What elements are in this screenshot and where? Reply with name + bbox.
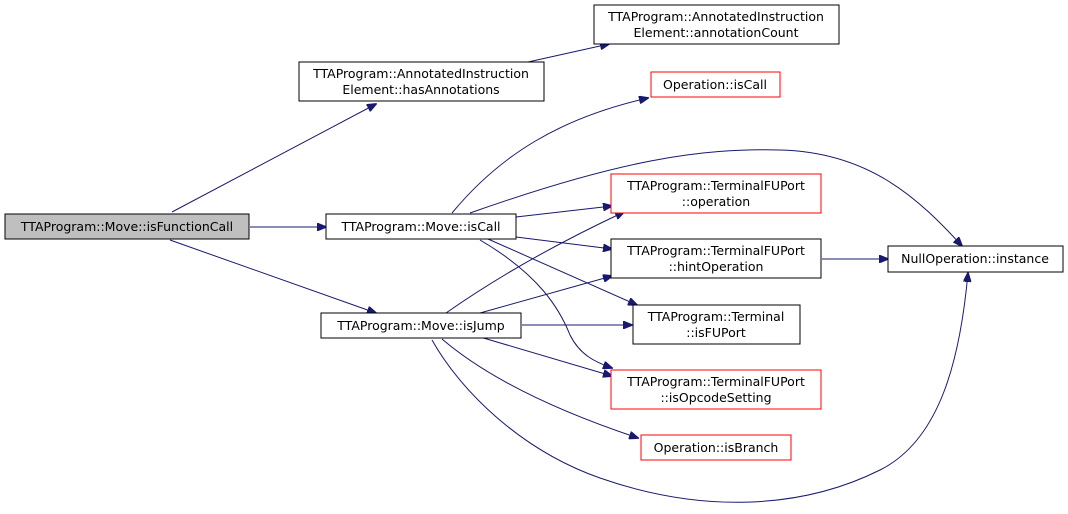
edge-hasannotations-to-annotationcount	[527, 44, 609, 63]
node-label: Operation::isBranch	[654, 440, 779, 455]
node-label: TTAProgram::Move::isCall	[340, 219, 500, 234]
node-move-is-call[interactable]: TTAProgram::Move::isCall	[325, 213, 517, 240]
node-label: Operation::isCall	[663, 77, 767, 92]
edge-iscall-to-isopcodesetting	[479, 239, 612, 368]
node-label: TTAProgram::TerminalFUPort	[626, 178, 805, 193]
edge-isjump-to-isbranch	[441, 338, 638, 438]
node-null-operation-instance[interactable]: NullOperation::instance	[887, 245, 1064, 273]
edge-iscall-to-hintoperation	[515, 236, 612, 249]
node-label: ::isOpcodeSetting	[660, 390, 771, 405]
edge-isjump-to-isopcodesetting	[479, 336, 612, 376]
node-has-annotations[interactable]: TTAProgram::AnnotatedInstruction Element…	[298, 61, 545, 102]
node-label: NullOperation::instance	[901, 251, 1049, 266]
node-annotation-count[interactable]: TTAProgram::AnnotatedInstruction Element…	[593, 4, 840, 45]
edge-iscall-to-nulloperation	[469, 149, 962, 246]
node-label: Element::hasAnnotations	[342, 82, 499, 97]
node-terminal-is-fu-port[interactable]: TTAProgram::Terminal ::isFUPort	[632, 304, 801, 345]
node-is-function-call[interactable]: TTAProgram::Move::isFunctionCall	[4, 213, 250, 240]
edge-iscall-to-operation	[515, 206, 612, 218]
node-terminal-fu-port-is-opcode-setting[interactable]: TTAProgram::TerminalFUPort ::isOpcodeSet…	[610, 369, 822, 410]
edge-isfunctioncall-to-isjump	[169, 239, 376, 313]
node-terminal-fu-port-hint-operation[interactable]: TTAProgram::TerminalFUPort ::hintOperati…	[610, 238, 822, 279]
edge-isfunctioncall-to-hasannotations	[171, 104, 376, 213]
node-label: TTAProgram::TerminalFUPort	[626, 243, 805, 258]
node-label: TTAProgram::AnnotatedInstruction	[312, 66, 529, 81]
edge-isjump-to-nulloperation	[431, 273, 968, 503]
edges	[169, 44, 968, 503]
node-label: TTAProgram::TerminalFUPort	[626, 374, 805, 389]
node-label: ::operation	[682, 194, 750, 209]
node-move-is-jump[interactable]: TTAProgram::Move::isJump	[320, 312, 522, 339]
node-label: ::isFUPort	[686, 325, 746, 340]
node-label: ::hintOperation	[669, 259, 764, 274]
edge-iscall-to-operation-iscall	[451, 98, 648, 214]
node-label: TTAProgram::Terminal	[647, 309, 785, 324]
node-terminal-fu-port-operation[interactable]: TTAProgram::TerminalFUPort ::operation	[610, 173, 822, 214]
node-label: Element::annotationCount	[634, 25, 799, 40]
node-label: TTAProgram::Move::isFunctionCall	[20, 219, 233, 234]
edge-isjump-to-hintoperation	[479, 276, 612, 314]
node-label: TTAProgram::AnnotatedInstruction	[607, 9, 824, 24]
node-label: TTAProgram::Move::isJump	[336, 318, 505, 333]
edge-iscall-to-isfuport	[487, 238, 637, 305]
node-operation-is-call[interactable]: Operation::isCall	[650, 71, 781, 98]
node-operation-is-branch[interactable]: Operation::isBranch	[640, 434, 792, 461]
edge-isjump-to-operation	[445, 212, 624, 314]
